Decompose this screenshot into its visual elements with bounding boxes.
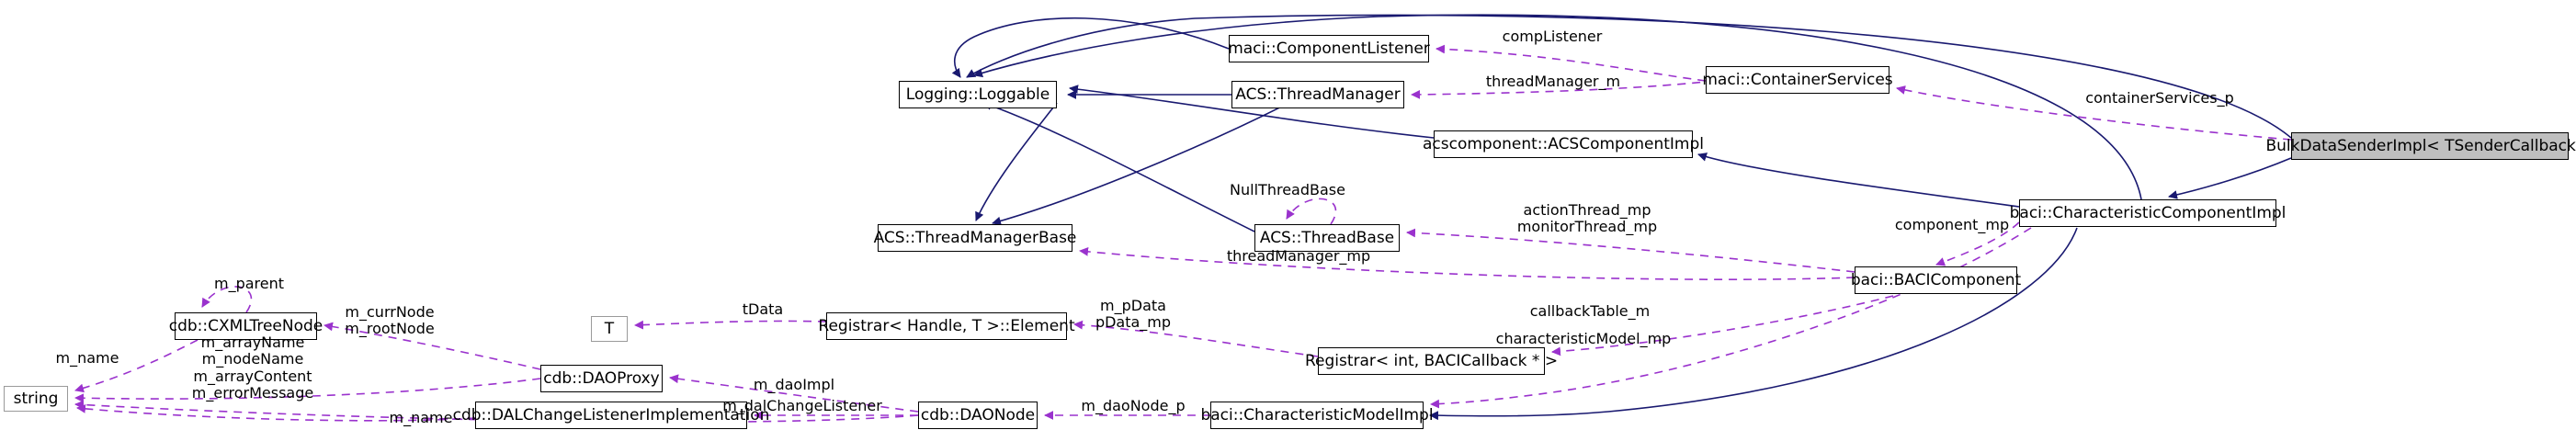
node-acscomponent-acscomponentimpl[interactable]: acscomponent::ACSComponentImpl [1423, 130, 1704, 158]
node-registrar-int-bacicallback[interactable]: Registrar< int, BACICallback * > [1305, 347, 1558, 375]
edge-label-action-monitor-thread-mp: actionThread_mp monitorThread_mp [1516, 201, 1658, 236]
node-string[interactable]: string [4, 386, 68, 412]
edge-label-array-fields: m_arrayName m_nodeName m_arrayContent m_… [191, 334, 314, 402]
edge-label-characteristicmodel-mp: characteristicModel_mp [1495, 330, 1672, 347]
usage-edges [74, 44, 2292, 424]
edge-label-complistener: compListener [1502, 28, 1603, 45]
edge-label-m-name-top: m_name [55, 349, 119, 367]
edge-label-curr-root-node: m_currNode m_rootNode [345, 303, 435, 338]
node-maci-containerservices[interactable]: maci::ContainerServices [1702, 66, 1893, 94]
edge-label-m-dalchangelistener: m_dalChangeListener [722, 397, 882, 414]
node-cdb-dalchangelistenerimplementation[interactable]: cdb::DALChangeListenerImplementation [453, 402, 769, 429]
edge-label-pdata: m_pData pData_mp [1095, 297, 1172, 332]
edge-label-callbacktable-m: callbackTable_m [1529, 302, 1651, 320]
edge-label-containerservices-p: containerServices_p [2085, 89, 2234, 107]
node-registrar-handle-t-element[interactable]: Registrar< Handle, T >::Element [818, 312, 1075, 340]
node-baci-characteristiccomponentimpl[interactable]: baci::CharacteristicComponentImpl [2010, 199, 2286, 227]
node-baci-bacicomponent[interactable]: baci::BACIComponent [1851, 266, 2021, 294]
edge-label-m-parent: m_parent [213, 275, 285, 292]
node-cdb-daonode[interactable]: cdb::DAONode [918, 402, 1038, 429]
edge-label-threadmanager-mp: threadManager_mp [1226, 247, 1371, 265]
node-cdb-cxmltreenode[interactable]: cdb::CXMLTreeNode [169, 312, 323, 340]
edge-label-tdata: tData [742, 300, 784, 318]
edge-label-threadmanager-m: threadManager_m [1485, 73, 1621, 90]
edge-label-m-daonode-p: m_daoNode_p [1081, 397, 1186, 414]
node-type-t[interactable]: T [591, 316, 628, 342]
node-acs-threadmanager[interactable]: ACS::ThreadManager [1231, 81, 1404, 108]
edge-label-nullthreadbase: NullThreadBase [1230, 181, 1345, 198]
edge-label-m-daoimpl: m_daoImpl [753, 376, 835, 393]
node-cdb-daoproxy[interactable]: cdb::DAOProxy [540, 365, 663, 392]
node-maci-componentlistener[interactable]: maci::ComponentListener [1228, 35, 1430, 62]
node-acs-threadmanagerbase[interactable]: ACS::ThreadManagerBase [874, 224, 1076, 252]
node-baci-characteristicmodelimpl[interactable]: baci::CharacteristicModelImpl [1200, 402, 1434, 429]
edge-label-component-mp: component_mp [1894, 216, 2010, 233]
edge-label-m-name-bottom: m_name [389, 409, 453, 426]
node-logging-loggable[interactable]: Logging::Loggable [899, 81, 1057, 108]
node-bulkdatasenderimpl[interactable]: BulkDataSenderImpl< TSenderCallback > [2265, 132, 2576, 160]
node-acs-threadbase[interactable]: ACS::ThreadBase [1254, 224, 1400, 252]
